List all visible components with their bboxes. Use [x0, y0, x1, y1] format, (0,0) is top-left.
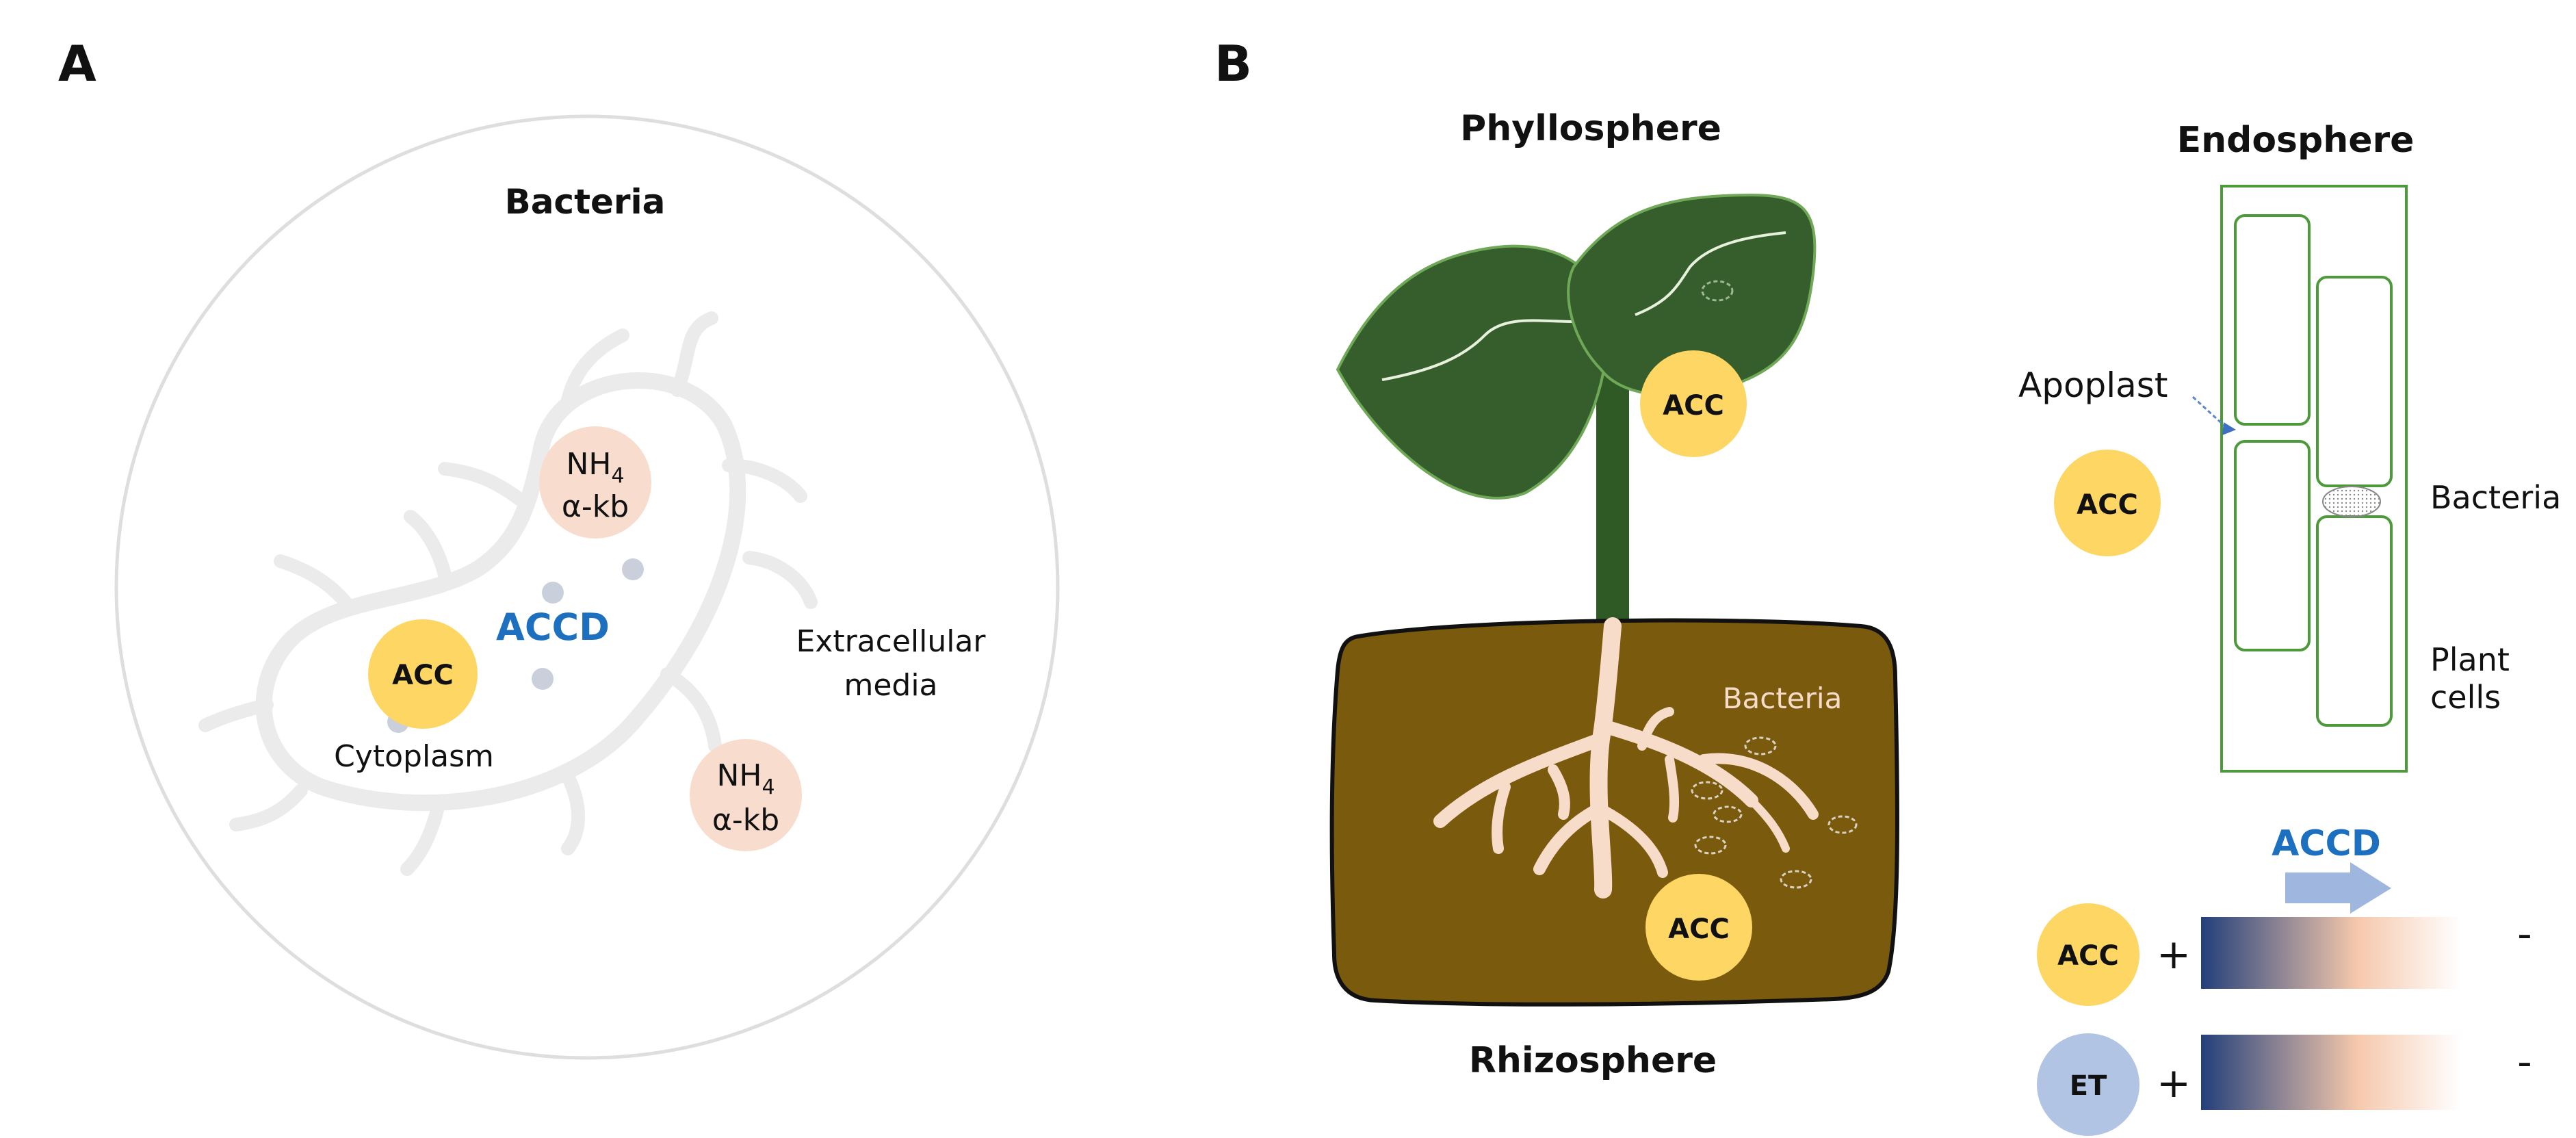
panel-a-label: A — [58, 35, 96, 92]
plant-cells — [2234, 214, 2393, 727]
extracellular-media-label: media — [844, 668, 937, 703]
panel-a-outer-circle — [114, 114, 1060, 1060]
endosphere-title: Endosphere — [2177, 120, 2415, 161]
apoplast-pointer — [2191, 396, 2226, 428]
plus-sign-row2: + — [2157, 1059, 2191, 1107]
cytoplasm-label: Cytoplasm — [334, 739, 494, 774]
leaf-right — [1567, 193, 1817, 397]
gradient-bar-acc — [2201, 917, 2461, 989]
flagella — [198, 311, 818, 876]
leaf-right-vein — [1635, 231, 1786, 316]
plant-stem — [1596, 356, 1629, 626]
nh4-outer-label: NH4 — [716, 758, 775, 799]
et-circle-legend — [2037, 1033, 2139, 1136]
alpha-kb-outer-label: α-kb — [712, 803, 779, 838]
leaf-bacteria — [1701, 280, 1734, 302]
plus-sign-row1: + — [2157, 931, 2191, 979]
minus-sign-row2: - — [2517, 1038, 2532, 1086]
nh4-alpha-kb-inner-circle — [539, 426, 651, 539]
soil-bacteria — [1691, 736, 1858, 889]
endosphere-frame — [2220, 185, 2408, 773]
leaf-left-vein — [1381, 319, 1574, 381]
plant-cells-label-2: cells — [2430, 679, 2501, 716]
acc-label-legend: ACC — [2057, 940, 2119, 972]
extracellular-label: Extracellular — [796, 624, 986, 659]
acc-label-endosphere: ACC — [2077, 489, 2138, 521]
acc-circle-endosphere — [2054, 450, 2161, 556]
acc-circle-cytoplasm — [368, 619, 478, 729]
rhizosphere-title: Rhizosphere — [1469, 1040, 1717, 1081]
endo-bacteria — [2322, 486, 2381, 517]
minus-sign-row1: - — [2517, 910, 2532, 958]
plant-cells-label: Plant — [2430, 641, 2510, 678]
et-label-legend: ET — [2070, 1070, 2107, 1102]
soil-bacteria-label: Bacteria — [1723, 682, 1843, 715]
acc-label-leaf: ACC — [1663, 390, 1724, 422]
acc-circle-legend — [2037, 903, 2139, 1006]
endo-bacteria-label: Bacteria — [2430, 479, 2561, 516]
acc-circle-leaf — [1640, 350, 1747, 457]
plant-roots — [1433, 617, 1819, 898]
accd-label-panel-b: ACCD — [2272, 823, 2381, 864]
accd-label-panel-a: ACCD — [496, 606, 610, 649]
nh4-inner-label: NH4 — [566, 447, 624, 488]
panel-b-label: B — [1214, 35, 1252, 92]
apoplast-arrowhead — [2222, 422, 2236, 435]
nh4-alpha-kb-outer-circle — [690, 739, 802, 851]
bacterium-membrane — [255, 372, 746, 812]
accd-arrow — [2285, 862, 2391, 914]
bacterium-cell — [198, 311, 818, 876]
gradient-bar-et — [2201, 1035, 2461, 1110]
alpha-kb-inner-label: α-kb — [562, 489, 629, 524]
acc-label-soil: ACC — [1668, 914, 1730, 945]
phyllosphere-title: Phyllosphere — [1460, 108, 1721, 149]
apoplast-label: Apoplast — [2018, 365, 2168, 405]
acc-circle-soil — [1645, 874, 1752, 981]
acc-label-cytoplasm: ACC — [392, 660, 454, 691]
bacteria-title: Bacteria — [505, 182, 666, 222]
